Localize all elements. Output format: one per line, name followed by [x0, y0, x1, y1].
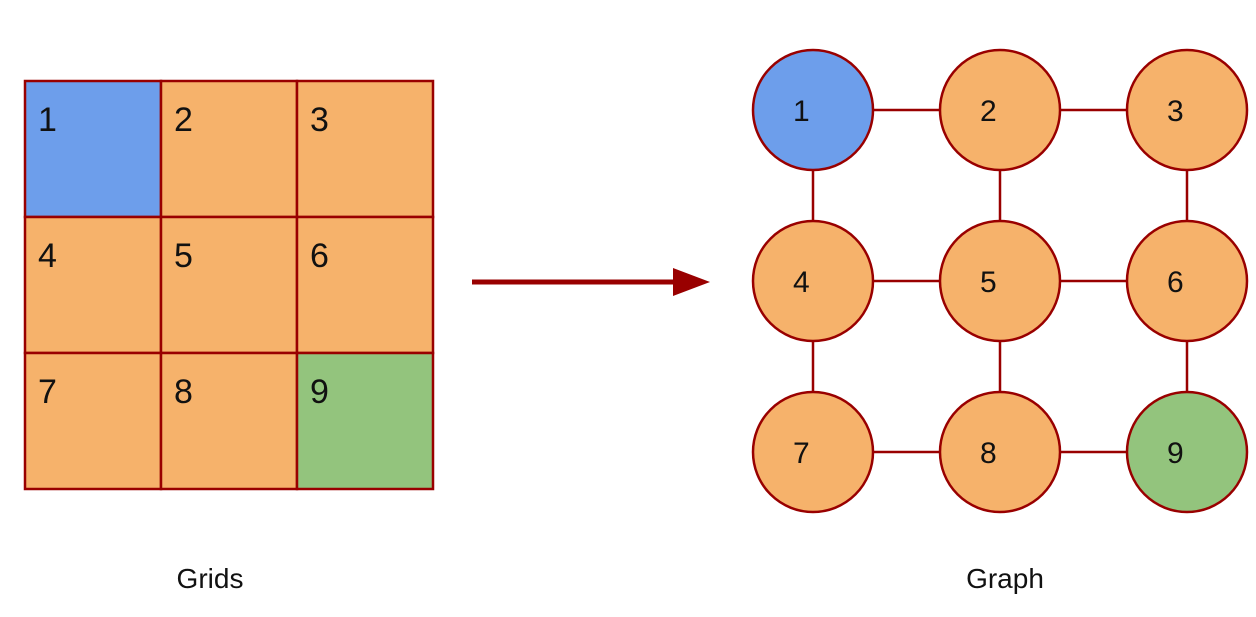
graph-node-label: 3 [1167, 95, 1184, 128]
grid: 1 2 3 4 5 6 7 8 9 [23, 79, 435, 491]
graph-node-label: 8 [980, 437, 997, 470]
grid-cell-9 [295, 351, 435, 491]
graph-node-2 [938, 48, 1062, 172]
grid-cell-label: 5 [174, 237, 193, 275]
graph-node-label: 1 [793, 95, 810, 128]
grid-cell-label: 8 [174, 373, 193, 411]
transform-arrow [472, 268, 710, 296]
grid-cell-label: 4 [38, 237, 57, 275]
grid-cell-1 [23, 79, 163, 219]
grid-cell-6 [295, 215, 435, 355]
graph-node-7 [751, 390, 875, 514]
graph-node-label: 5 [980, 266, 997, 299]
graph-node-label: 6 [1167, 266, 1184, 299]
grid-cell-7 [23, 351, 163, 491]
graph-node-label: 9 [1167, 437, 1184, 470]
grid-cell-label: 6 [310, 237, 329, 275]
graph-node-label: 7 [793, 437, 810, 470]
graph-node-5 [938, 219, 1062, 343]
graph-node-label: 2 [980, 95, 997, 128]
grid-caption: Grids [177, 563, 244, 594]
graph-node-8 [938, 390, 1062, 514]
graph-nodes: 1 2 3 4 5 6 7 8 9 [751, 48, 1249, 514]
grid-cell-label: 2 [174, 101, 193, 139]
graph-node-label: 4 [793, 266, 810, 299]
graph-node-3 [1125, 48, 1249, 172]
graph-node-4 [751, 219, 875, 343]
grid-cell-2 [159, 79, 299, 219]
grid-cell-8 [159, 351, 299, 491]
grid-cell-label: 9 [310, 373, 329, 411]
graph-node-1 [751, 48, 875, 172]
graph-caption: Graph [966, 563, 1044, 594]
grid-cell-label: 7 [38, 373, 57, 411]
grid-cell-3 [295, 79, 435, 219]
grid-cell-label: 1 [38, 101, 57, 139]
graph-node-9 [1125, 390, 1249, 514]
graph-node-6 [1125, 219, 1249, 343]
arrow-head [673, 268, 710, 296]
grid-cell-label: 3 [310, 101, 329, 139]
